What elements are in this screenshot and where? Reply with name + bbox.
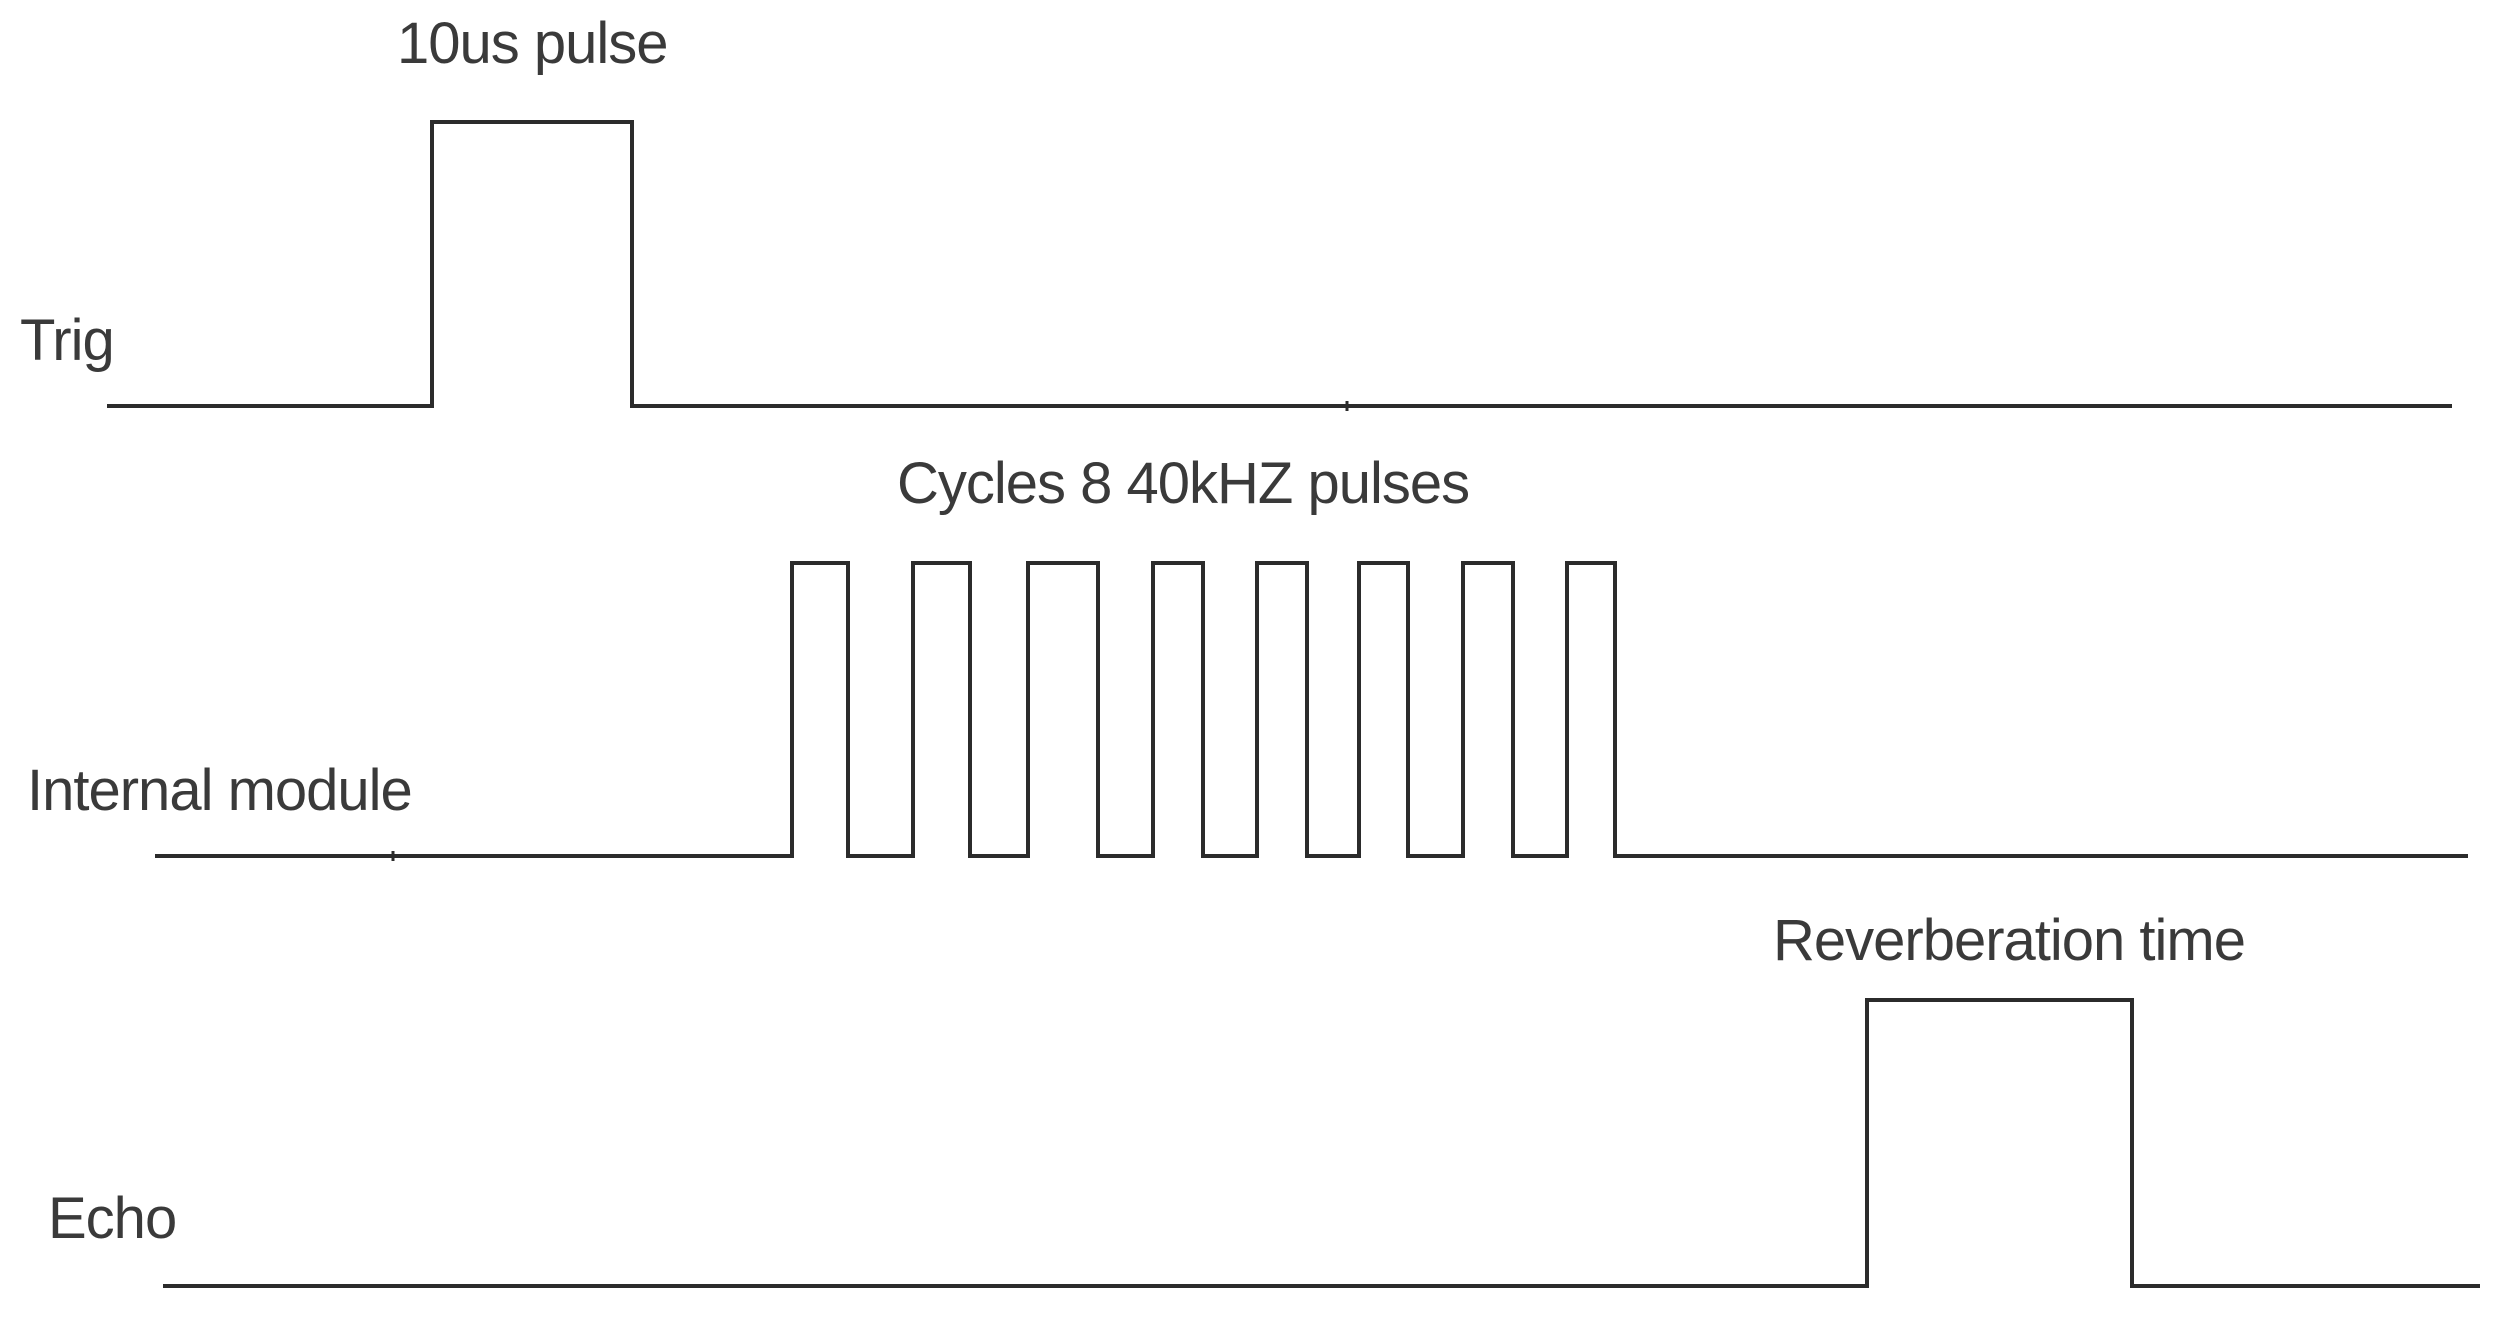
signal-label-internal-module: Internal module xyxy=(27,758,413,823)
signal-label-trig: Trig xyxy=(20,308,115,373)
annotation-reverberation-time: Reverberation time xyxy=(1773,908,2246,973)
annotation-10us-pulse: 10us pulse xyxy=(397,11,669,76)
signal-wave-internal-module xyxy=(155,561,2468,858)
annotation-cycles-8-40khz-pulses: Cycles 8 40kHZ pulses xyxy=(897,451,1470,516)
signal-wave-trig xyxy=(107,120,2452,408)
signal-label-echo: Echo xyxy=(48,1186,177,1251)
signal-wave-echo xyxy=(163,998,2480,1288)
